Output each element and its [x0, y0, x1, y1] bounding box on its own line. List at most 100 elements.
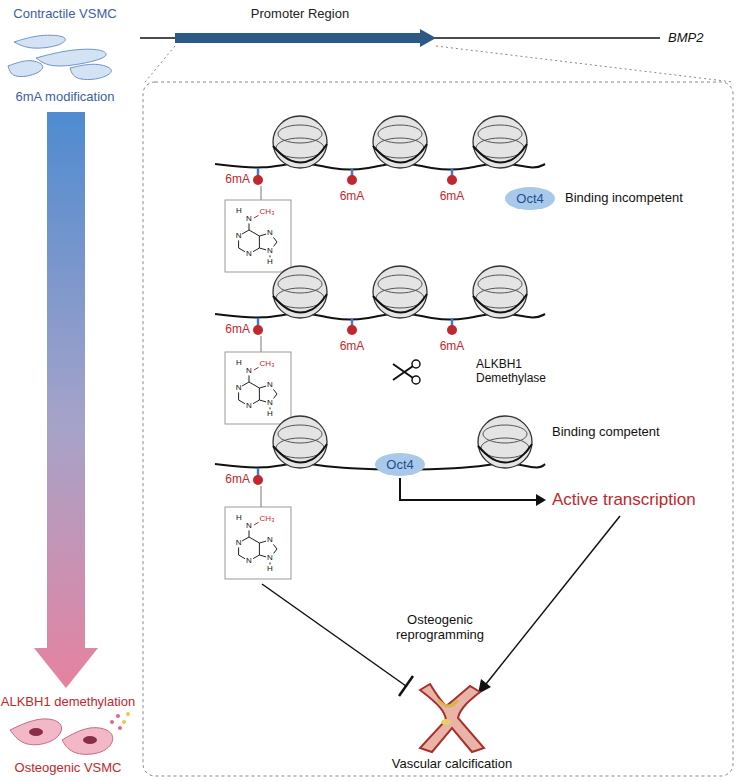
- nucleosome: [273, 116, 327, 168]
- promoter-arrow: [175, 29, 436, 47]
- arrow-head: [536, 494, 546, 506]
- ellipse-shape: [505, 187, 555, 210]
- mineral-dot: [122, 720, 126, 724]
- osteogenic-cell: [62, 728, 113, 755]
- atom-label: H: [235, 358, 243, 367]
- cell-state-label: Osteogenic VSMC: [15, 761, 122, 776]
- 6ma-label: 6mA: [440, 190, 465, 204]
- nucleosome: [478, 416, 532, 468]
- zoom-line: [145, 46, 175, 82]
- methyl-tick: [257, 168, 260, 176]
- atom-label: N: [245, 214, 253, 223]
- atom-label: CH₃: [259, 359, 276, 368]
- atom-label: N: [235, 231, 243, 240]
- atom-label: N: [266, 398, 274, 407]
- cell-nucleus: [83, 736, 97, 744]
- atom-label: H: [235, 513, 243, 522]
- atom-label: N: [266, 553, 274, 562]
- atom-label: N: [266, 246, 274, 255]
- transcription-label: Active transcription: [552, 490, 696, 510]
- factor-label: Oct4: [374, 457, 426, 472]
- nucleosome: [473, 266, 527, 318]
- 6ma-structure: [239, 367, 277, 410]
- 6ma-dot: [347, 175, 357, 185]
- 6ma-structure: [239, 522, 277, 565]
- methyl-tick: [351, 168, 354, 176]
- vessel-illustration: [420, 684, 484, 752]
- atom-label: N: [266, 535, 274, 544]
- contractile-cell: [70, 64, 111, 79]
- inhibition-bar: [399, 676, 413, 696]
- region-label: Promoter Region: [251, 7, 349, 22]
- 6ma-dot: [447, 175, 457, 185]
- atom-label: N: [235, 383, 243, 392]
- atom-label: N: [245, 366, 253, 375]
- transcription-factor: Oct4: [374, 452, 426, 477]
- state-label: Binding competent: [552, 425, 660, 440]
- mineral-dot: [126, 712, 130, 716]
- scissors-icon: [393, 360, 420, 384]
- nucleosome: [273, 266, 327, 318]
- contractile-cell: [36, 49, 106, 66]
- activation-arrow: [486, 516, 620, 684]
- methyl-tick: [451, 318, 454, 326]
- zoom-line: [436, 46, 733, 82]
- progression-arrow: [34, 112, 98, 688]
- atom-label: CH₃: [259, 207, 276, 216]
- molecule-box: [225, 507, 291, 579]
- atom-label: N: [245, 249, 253, 258]
- atom-label: N: [235, 538, 243, 547]
- atom-label: CH₃: [259, 514, 276, 523]
- 6ma-label: 6mA: [340, 190, 365, 204]
- cell-state-label: Contractile VSMC: [13, 7, 116, 22]
- process-label: Osteogenic reprogramming: [379, 613, 501, 643]
- 6ma-label: 6mA: [225, 473, 250, 487]
- molecule-box: [225, 200, 291, 272]
- transcription-arrow: [400, 478, 536, 500]
- modification-label: 6mA modification: [16, 90, 115, 105]
- mechanism-label: ALKBH1 demethylation: [1, 695, 135, 710]
- transcription-factor: Oct4: [504, 186, 556, 211]
- contractile-cell: [8, 61, 43, 77]
- atom-label: N: [266, 380, 274, 389]
- methyl-tick: [257, 468, 260, 476]
- 6ma-dot: [447, 325, 457, 335]
- 6ma-label: 6mA: [225, 173, 250, 187]
- nucleosome: [473, 116, 527, 168]
- 6ma-label: 6mA: [225, 323, 250, 337]
- zoom-panel: [143, 82, 733, 776]
- leader-line: [261, 186, 262, 200]
- nucleosome: [373, 266, 427, 318]
- 6ma-dot: [253, 175, 263, 185]
- state-label: Binding incompetent: [565, 191, 683, 206]
- 6ma-label: 6mA: [340, 340, 365, 354]
- atom-label: N: [245, 521, 253, 530]
- mineral-dot: [116, 714, 120, 718]
- leader-line: [261, 486, 262, 507]
- atom-label: N: [266, 228, 274, 237]
- methyl-tick: [257, 318, 260, 326]
- gene-name: BMP2: [668, 31, 703, 46]
- enzyme-label: ALKBH1 Demethylase: [476, 358, 566, 386]
- nucleosome: [273, 416, 327, 468]
- contractile-cell: [14, 35, 65, 48]
- atom-label: N: [245, 401, 253, 410]
- mineral-dot: [118, 726, 122, 730]
- atom-label: N: [245, 556, 253, 565]
- 6ma-dot: [347, 325, 357, 335]
- methyl-tick: [451, 168, 454, 176]
- molecule-box: [225, 352, 291, 424]
- mineral-dot: [110, 720, 114, 724]
- methyl-tick: [351, 318, 354, 326]
- 6ma-dot: [253, 475, 263, 485]
- 6ma-dot: [253, 325, 263, 335]
- 6ma-label: 6mA: [440, 340, 465, 354]
- atom-label: H: [266, 409, 274, 418]
- atom-label: H: [235, 206, 243, 215]
- atom-label: H: [266, 564, 274, 573]
- ellipse-shape: [375, 453, 425, 476]
- cell-nucleus: [29, 728, 43, 736]
- nucleosome: [373, 116, 427, 168]
